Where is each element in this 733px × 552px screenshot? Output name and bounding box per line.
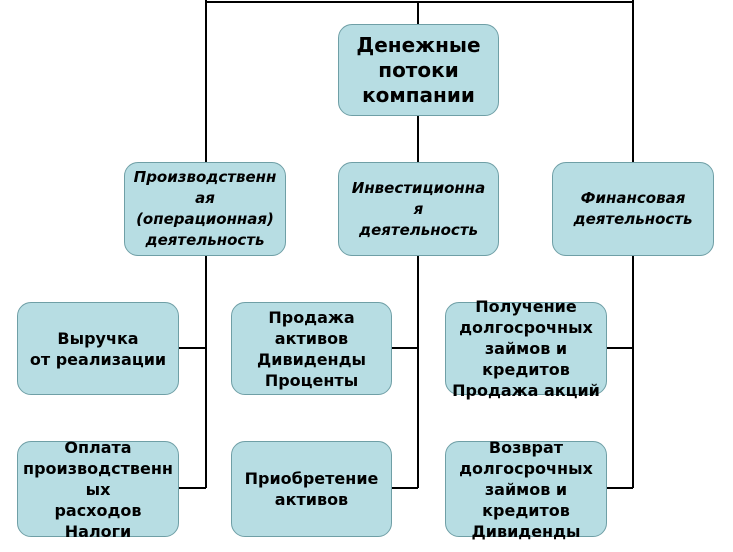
financing-inflow-box: Получение долгосрочных займов и кредитов… <box>445 297 607 400</box>
financing-outflow-label: Возврат долгосрочных займов и кредитов Д… <box>459 437 593 541</box>
investing-outflow-label: Приобретение активов <box>244 469 379 509</box>
financing-inflow-label: Получение долгосрочных займов и кредитов… <box>452 297 600 400</box>
investing-outflow-box: Приобретение активов <box>231 441 392 537</box>
investing-inflow-label: Продажа активов Дивиденды Проценты <box>256 307 366 390</box>
investing-inflow-box: Продажа активов Дивиденды Проценты <box>231 302 392 395</box>
operating-inflow-box: Выручка от реализации <box>17 302 179 395</box>
category-investing: Инвестиционна я деятельность <box>338 162 499 256</box>
category-investing-label: Инвестиционна я деятельность <box>351 178 486 239</box>
operating-outflow-box: Оплата производственн ых расходов Налоги <box>17 438 179 541</box>
category-financing-label: Финансовая деятельность <box>573 189 693 228</box>
category-financing: Финансовая деятельность <box>552 162 714 256</box>
category-operating: Производственн ая (операционная) деятель… <box>124 162 286 256</box>
root-node-label: Денежные потоки компании <box>356 32 481 107</box>
operating-outflow-label: Оплата производственн ых расходов Налоги <box>23 437 173 541</box>
operating-inflow-label: Выручка от реализации <box>29 328 167 369</box>
root-node-cash-flows: Денежные потоки компании <box>338 24 499 116</box>
category-operating-label: Производственн ая (операционная) деятель… <box>133 168 277 249</box>
financing-outflow-box: Возврат долгосрочных займов и кредитов Д… <box>445 438 607 541</box>
